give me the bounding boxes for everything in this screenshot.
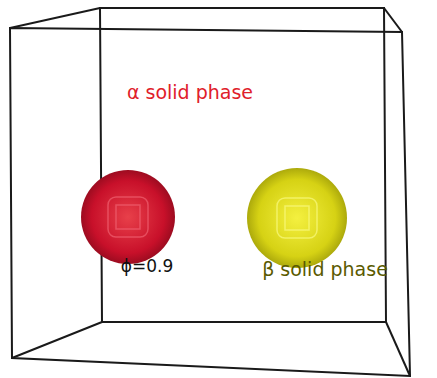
beta-sphere	[247, 168, 347, 268]
alpha-sphere	[81, 170, 175, 264]
phase-label: α solid phase	[127, 82, 253, 104]
order-parameter-label: ϕ=0.9	[121, 257, 174, 277]
beta-facets	[277, 198, 317, 238]
phase-label: β solid phase	[262, 259, 388, 281]
box-wireframe	[10, 8, 410, 376]
alpha-facets	[108, 197, 148, 237]
